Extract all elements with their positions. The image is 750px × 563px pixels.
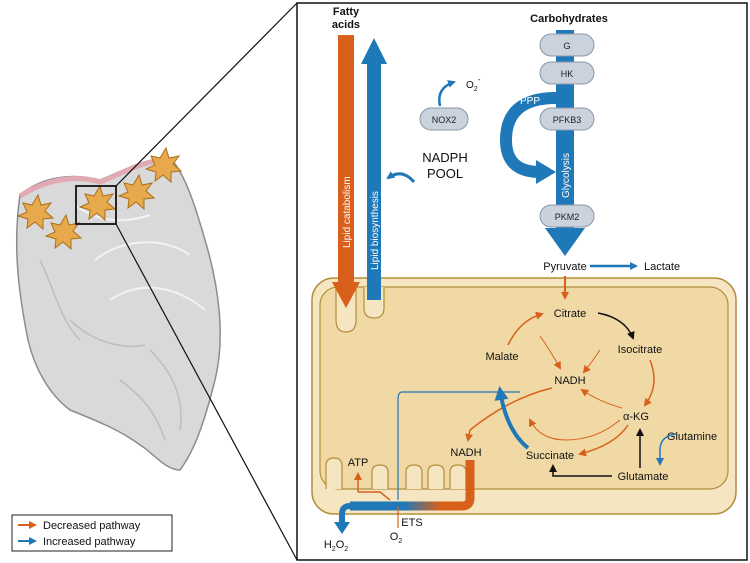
atp-label: ATP <box>348 457 369 469</box>
astrocyte-cell <box>16 193 55 231</box>
nadph-label-line1: NADPH <box>422 150 468 165</box>
pfkb3-enzyme <box>539 107 595 131</box>
nox2-label: NOX2 <box>432 115 457 125</box>
zoom-line-bottom <box>115 223 298 561</box>
carbohydrates-label: Carbohydrates <box>530 13 608 25</box>
astrocyte-cell <box>44 213 83 251</box>
astrocyte-cells <box>16 146 183 251</box>
isocitrate-label: Isocitrate <box>618 344 663 356</box>
nadh-to-etc-arrow <box>465 387 553 442</box>
lipid-biosynthesis-label: Lipid biosynthesis <box>370 191 381 270</box>
ets-to-h2o2-arrow <box>339 503 351 526</box>
citrate-label: Citrate <box>554 308 586 320</box>
lactate-label: Lactate <box>644 261 680 273</box>
succinate-label: Succinate <box>526 450 574 462</box>
h2o2-label: H2O2 <box>324 539 348 553</box>
ppp-arrowhead <box>536 160 556 184</box>
glutamate-label: Glutamate <box>618 471 669 483</box>
pkm2-label: PKM2 <box>555 212 580 222</box>
glycolytic-enzymes: G HK PFKB3 PKM2 <box>539 33 595 228</box>
glutamine-label: Glutamine <box>667 431 717 443</box>
malate-to-citrate-arrow <box>507 311 544 346</box>
nadph-label-line2: POOL <box>427 166 463 181</box>
g-enzyme <box>539 33 595 57</box>
legend-increased-label: Increased pathway <box>43 536 136 548</box>
astrocyte-cell <box>78 184 117 222</box>
o2-label: O2 <box>390 531 403 545</box>
astrocyte-cell <box>117 173 156 211</box>
akg-label: α-KG <box>623 411 649 423</box>
glutamate-to-succinate-line <box>549 464 612 477</box>
nox2-enzyme <box>419 107 469 131</box>
lipid-catabolism-arrow: Lipid catabolism <box>332 35 360 308</box>
nox2-superoxide-arrow <box>438 80 456 107</box>
nadh-inner-arrow <box>582 349 601 374</box>
lipid-biosynthesis-arrow: Lipid biosynthesis <box>361 38 387 300</box>
nadph-to-lipid-arrow <box>386 171 416 184</box>
lipid-catabolism-label: Lipid catabolism <box>342 176 353 248</box>
g-label: G <box>563 41 570 51</box>
malate-label: Malate <box>485 351 518 363</box>
ets-label: ETS <box>401 517 422 529</box>
astrocyte-cell <box>144 146 183 184</box>
hk-enzyme <box>539 61 595 85</box>
glycolysis-arrowhead <box>545 228 585 256</box>
pyruvate-label: Pyruvate <box>543 261 586 273</box>
pkm2-enzyme <box>539 204 595 228</box>
legend-box <box>11 514 173 552</box>
legend: Decreased pathway Increased pathway <box>11 514 173 552</box>
mitochondrion-inner <box>319 286 729 490</box>
isocitrate-to-akg-arrow <box>643 359 655 407</box>
legend-decreased-label: Decreased pathway <box>43 520 141 532</box>
nadh-inner-arrow <box>580 388 623 409</box>
glutamine-to-glutamate-arrow <box>656 433 677 466</box>
ros-signal-line <box>397 391 520 500</box>
hk-label: HK <box>561 69 574 79</box>
citrate-to-isocitrate-arrow <box>597 312 635 340</box>
fatty-acids-label-line2: acids <box>332 19 360 31</box>
cristae <box>325 457 467 489</box>
tca-arrows <box>465 311 677 477</box>
superoxide-label: O2- <box>466 75 481 93</box>
succinate-to-malate-arrow <box>494 386 530 450</box>
akg-to-succinate-arrow <box>578 424 629 457</box>
nadh-inner-arrow <box>539 335 561 370</box>
tca-nadh-label: NADH <box>554 375 585 387</box>
zoom-box <box>75 185 117 225</box>
ppp-label: PPP <box>520 96 540 107</box>
ets-band <box>350 460 475 511</box>
pfkb3-label: PFKB3 <box>553 115 582 125</box>
zoom-line-top <box>115 2 298 187</box>
ets-h2o2-arrowhead <box>334 522 350 534</box>
nadh-inner-arrow <box>529 418 621 441</box>
ets-thin-orange <box>358 491 391 501</box>
ppp-arrow <box>499 92 557 178</box>
fatty-acids-label-line1: Fatty <box>333 6 360 18</box>
glycolysis-label: Glycolysis <box>561 153 572 198</box>
etc-nadh-label: NADH <box>450 447 481 459</box>
